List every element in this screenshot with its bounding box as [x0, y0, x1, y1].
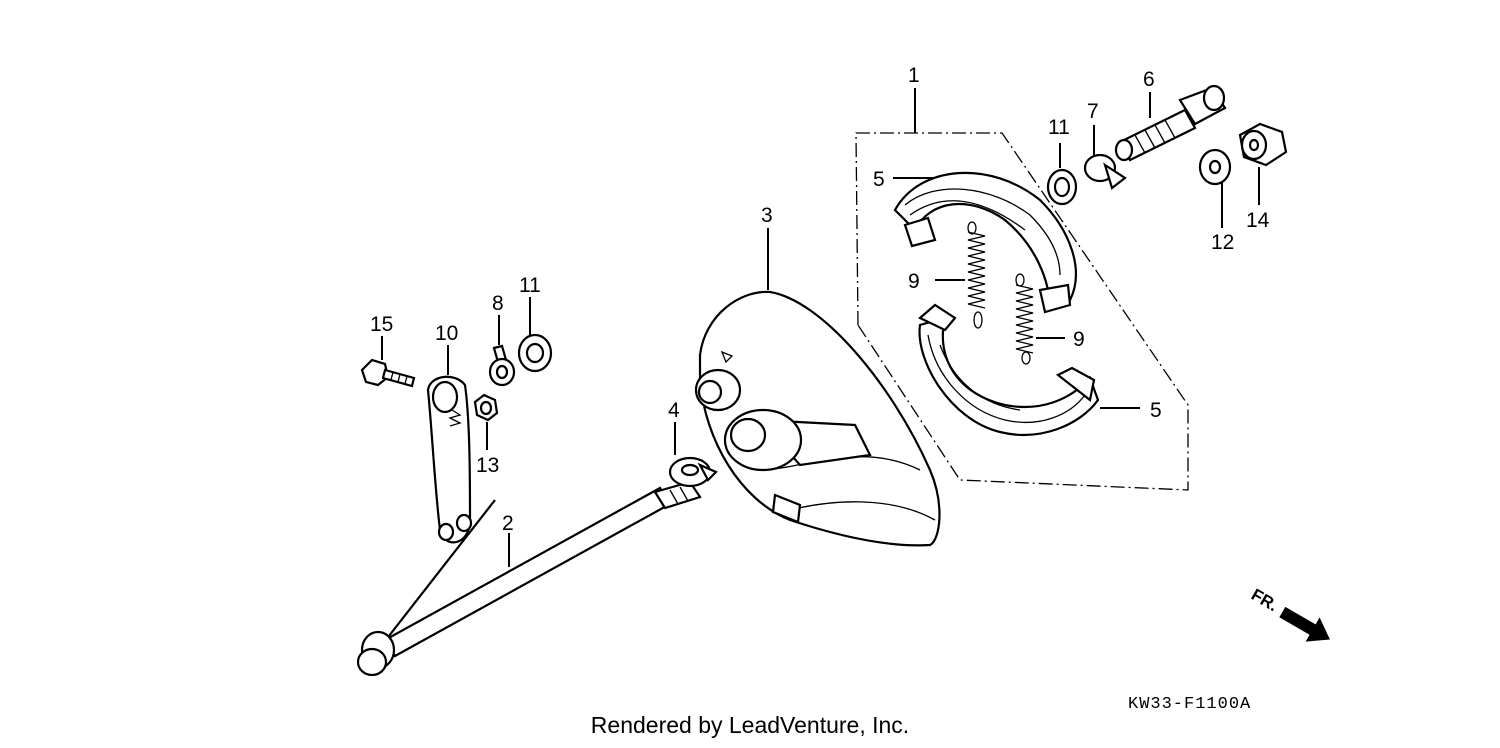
callout-3: 3: [761, 204, 773, 227]
upper-spring-part: [935, 221, 986, 329]
front-direction-label: FR.: [1248, 585, 1281, 615]
nut-part: [473, 393, 499, 450]
callout-11-upper: 11: [1048, 116, 1070, 139]
brake-shoe-assembly-frame: [855, 88, 1189, 491]
callout-9-lower: 9: [1073, 328, 1085, 351]
footer-credit: Rendered by LeadVenture, Inc.: [590, 712, 910, 738]
callout-4: 4: [668, 399, 680, 422]
callout-9-upper: 9: [908, 270, 920, 293]
lower-seal-part: [517, 297, 553, 373]
brake-cam-part: [1114, 84, 1227, 162]
callout-8: 8: [492, 292, 504, 315]
callout-11-lower: 11: [519, 274, 541, 297]
washer-part: [1198, 148, 1232, 228]
lower-spring-part: [1015, 273, 1065, 365]
brake-arm-part: [426, 345, 473, 544]
axle-part: [356, 480, 702, 677]
flange-bolt-part: [360, 336, 416, 388]
callout-5-upper: 5: [873, 168, 885, 191]
indicator-part: [488, 315, 516, 387]
lower-brake-shoe-part: [918, 303, 1140, 436]
cap-nut-part: [1238, 122, 1288, 205]
callout-5-lower: 5: [1150, 399, 1162, 422]
tab-washer-part: [668, 422, 718, 488]
wear-indicator-plate-part: [1083, 125, 1127, 190]
upper-brake-shoe-part: [893, 171, 1077, 314]
callout-6: 6: [1143, 68, 1155, 91]
upper-seal-part: [1046, 143, 1078, 206]
callout-2: 2: [502, 512, 514, 535]
callout-13: 13: [476, 454, 499, 477]
callout-10: 10: [435, 322, 458, 345]
front-direction-indicator: FR.: [1248, 585, 1330, 642]
diagram-code: KW33-F1100A: [1128, 695, 1251, 714]
front-arrow-icon: [1279, 606, 1330, 642]
callout-1: 1: [908, 64, 920, 87]
brake-panel-part: [694, 228, 941, 547]
callout-15: 15: [370, 313, 393, 336]
callout-14: 14: [1246, 209, 1270, 232]
callout-7: 7: [1087, 100, 1099, 123]
callout-12: 12: [1211, 231, 1234, 254]
